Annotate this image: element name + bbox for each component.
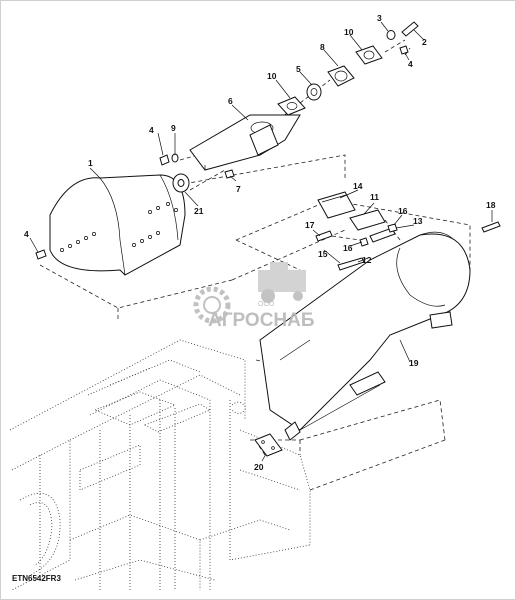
machine-frame-outline [9,339,311,591]
callout-18: 18 [486,200,496,210]
callout-14: 14 [353,181,363,191]
part-6-bracket [189,114,301,171]
part-19-housing [259,231,471,441]
callout-labels: 1 2 3 4 4 4 4 5 6 7 8 9 10 10 11 12 13 1… [24,13,496,472]
callout-4-c: 4 [408,59,413,69]
latch-group [315,191,398,271]
callout-6: 6 [228,96,233,106]
part-1-shield [49,174,186,276]
leader-lines [29,21,493,462]
callout-8: 8 [320,42,325,52]
callout-10-b: 10 [344,27,354,37]
callout-1: 1 [88,158,93,168]
callout-20: 20 [254,462,264,472]
callout-11: 11 [370,192,379,202]
callout-10-a: 10 [267,71,277,81]
hardware-left [35,153,235,260]
bearing-stack [277,21,419,116]
callout-16-a: 16 [398,206,408,216]
part-18-bolt [481,221,501,233]
gear-logo-icon [193,286,231,324]
callout-4-a: 4 [24,229,29,239]
callout-13: 13 [413,216,423,226]
drawing-code: ETN6542FR3 [12,574,61,583]
watermark-brand: АГРОСНАБ [208,310,315,331]
callout-4-b: 4 [149,125,154,135]
callout-3: 3 [377,13,382,23]
callout-19: 19 [409,358,419,368]
shield-bolt-holes [60,202,178,252]
callout-21: 21 [194,206,204,216]
callout-7: 7 [236,184,241,194]
callout-17: 17 [305,220,315,230]
callout-2: 2 [422,37,427,47]
callout-16-b: 16 [343,243,353,253]
watermark: ООО АГРОСНАБ [193,262,315,331]
callout-12: 12 [362,255,372,265]
part-20-plate [254,433,283,457]
callout-15: 15 [318,249,328,259]
callout-9: 9 [171,123,176,133]
callout-5: 5 [296,64,301,74]
tractor-logo-icon [258,262,306,303]
watermark-prefix: ООО [258,301,275,308]
